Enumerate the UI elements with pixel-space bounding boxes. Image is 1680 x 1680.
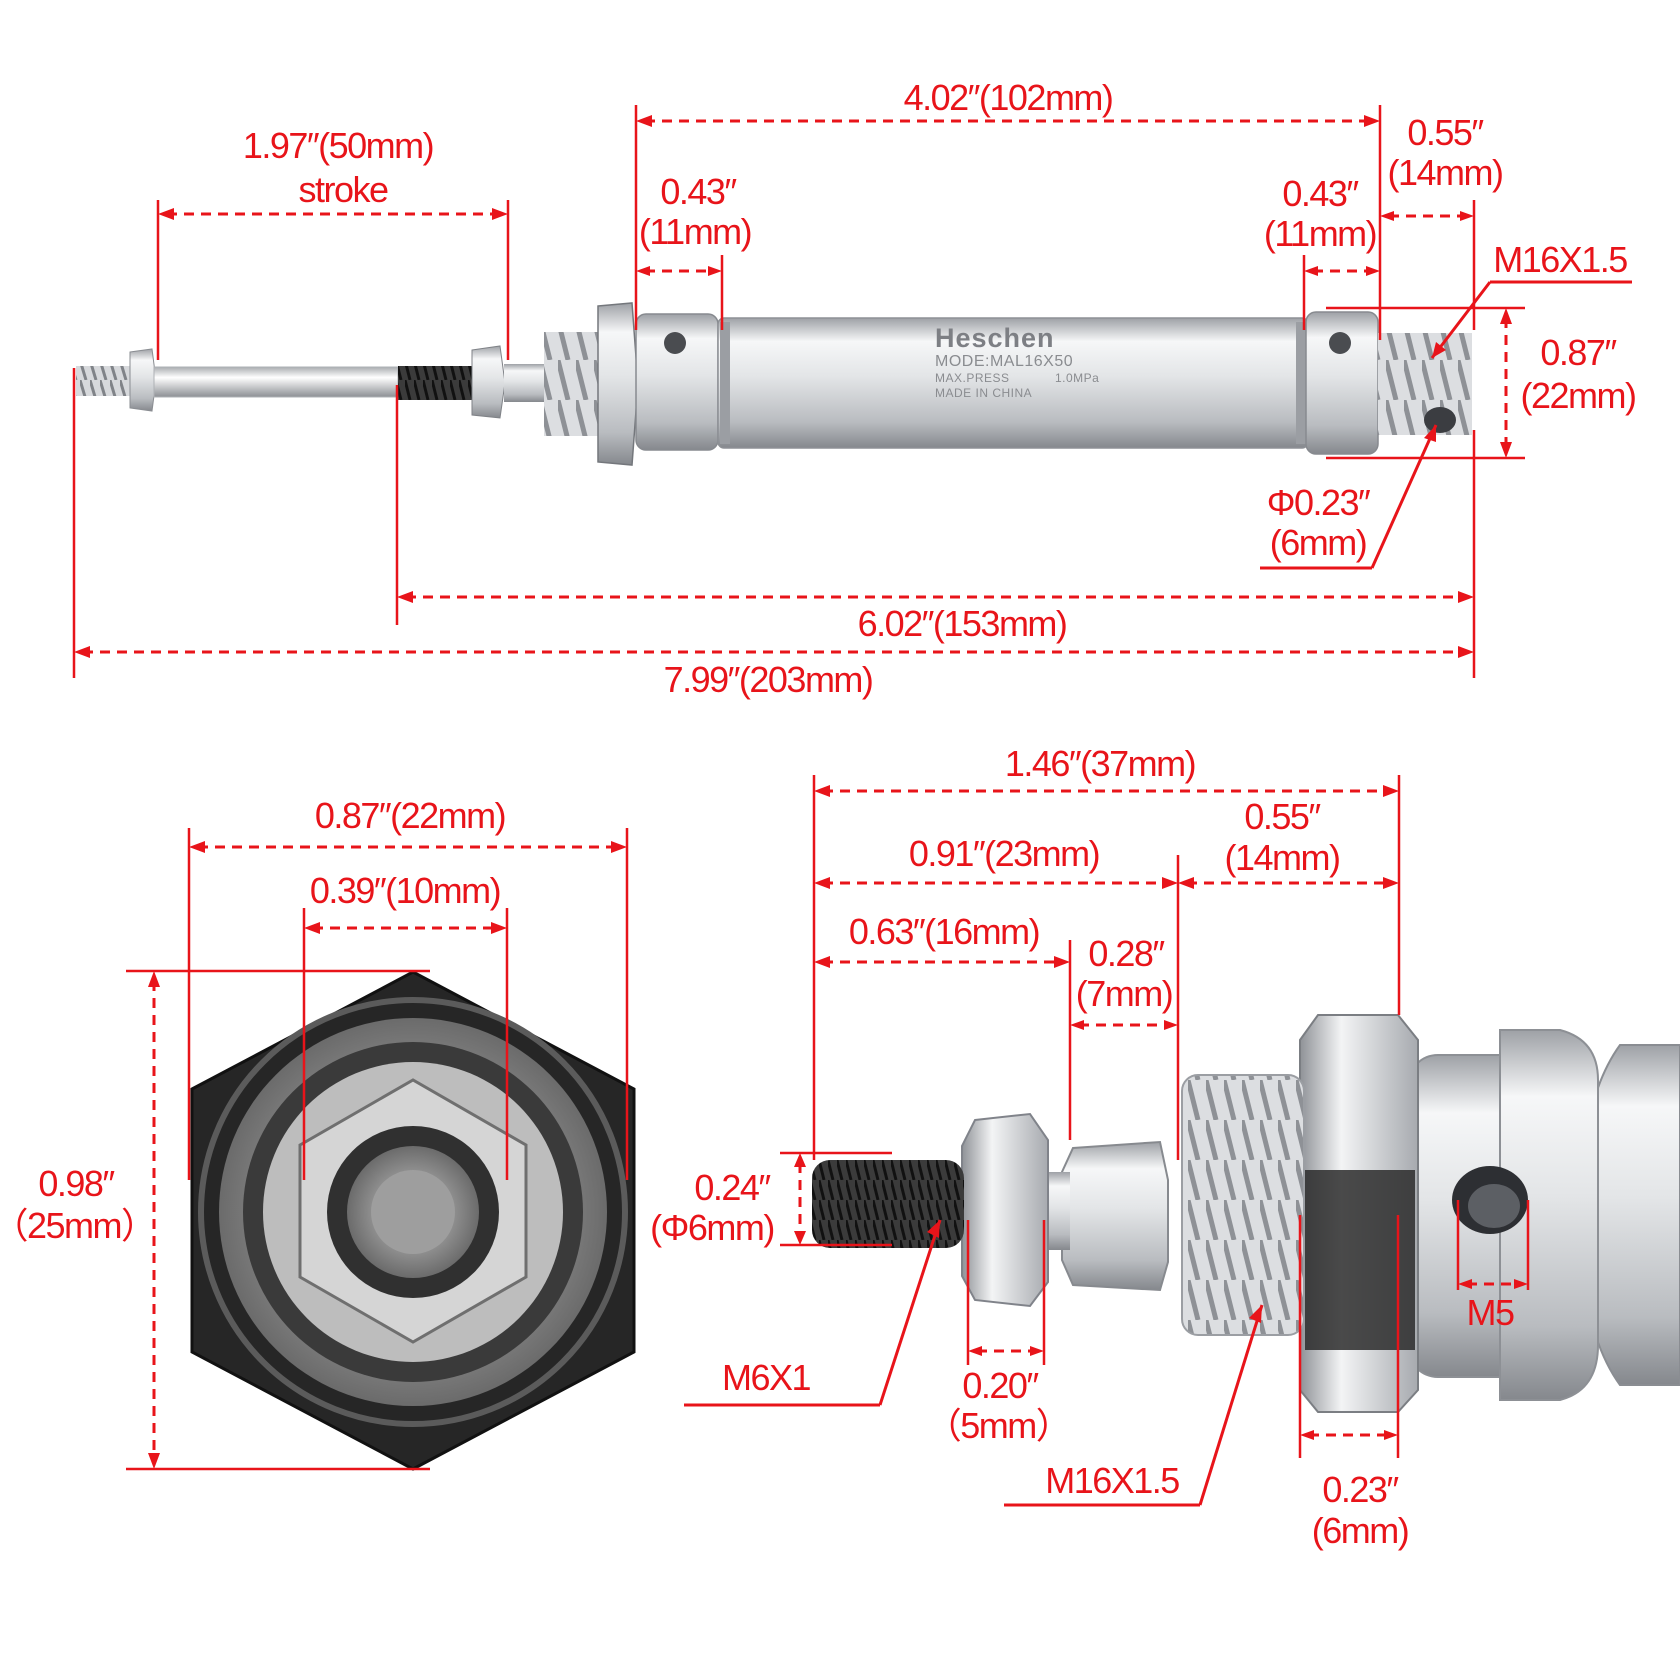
detail-rod-diameter-inch: 0.24″ <box>694 1167 771 1208</box>
front-mount-nut <box>597 302 639 466</box>
rod-detail-view <box>812 1014 1680 1413</box>
port-hole-mm: (6mm) <box>1270 522 1366 563</box>
detail-rod-neck <box>1061 1140 1169 1292</box>
front-mount-thread <box>544 332 600 436</box>
rear-diameter-inch: 0.87″ <box>1540 332 1617 373</box>
nut-width-label: 0.39″(10mm) <box>310 870 500 911</box>
end-width-label: 0.87″(22mm) <box>315 795 505 836</box>
cylinder-side-view: Heschen MODE:MAL16X50 MAX.PRESS 1.0MPa M… <box>76 302 1472 466</box>
front-cap-inch: 0.43″ <box>660 171 737 212</box>
end-view-dimensions: 0.87″(22mm) 0.39″(10mm) 0.98″ （25mm） <box>0 795 629 1471</box>
detail-flange-mm: (6mm) <box>1312 1510 1408 1551</box>
detail-rod-thread <box>812 1160 964 1248</box>
stroke-value-label: 1.97″(50mm) <box>243 125 433 166</box>
detail-rod-length-label: 0.91″(23mm) <box>909 833 1099 874</box>
stroke-word-label: stroke <box>298 169 388 210</box>
detail-rod-thread-label: M6X1 <box>722 1357 811 1398</box>
pressure-value: 1.0MPa <box>1055 371 1099 385</box>
detail-total-label: 1.46″(37mm) <box>1005 743 1195 784</box>
front-cap-mm: (11mm) <box>639 211 751 252</box>
front-port-hole <box>664 332 686 354</box>
rear-pin-hole <box>1424 407 1456 433</box>
rear-cap-mm: (11mm) <box>1264 213 1376 254</box>
rear-boss-mm: (14mm) <box>1388 152 1503 193</box>
end-height-inch: 0.98″ <box>38 1163 115 1204</box>
detail-port-thread-label: M5 <box>1466 1292 1513 1333</box>
detail-thread-length-label: 0.63″(16mm) <box>849 911 1039 952</box>
end-height-mm: （25mm） <box>0 1205 156 1246</box>
detail-lock-nut <box>961 1112 1049 1308</box>
detail-mount-thread-label: M16X1.5 <box>1045 1460 1179 1501</box>
piston-rod <box>153 366 399 398</box>
rod-neck <box>504 364 544 402</box>
cylinder-end-view <box>190 970 636 1471</box>
side-view-dimensions: 4.02″(102mm) 1.97″(50mm) stroke 0.43″ (1… <box>72 77 1637 700</box>
model-text: MODE:MAL16X50 <box>935 353 1073 370</box>
port-hole-inch: Φ0.23″ <box>1267 482 1371 523</box>
rod-detail-dimensions: 1.46″(37mm) 0.91″(23mm) 0.55″ (14mm) 0.6… <box>650 743 1530 1551</box>
rod-tip-thread <box>76 366 132 396</box>
detail-boss-inch: 0.55″ <box>1244 796 1321 837</box>
detail-neck-inch: 0.28″ <box>1088 933 1165 974</box>
brand-name: Heschen <box>935 323 1055 353</box>
pressure-label: MAX.PRESS <box>935 371 1010 385</box>
rear-thread-label: M16X1.5 <box>1493 239 1627 280</box>
detail-flange-inch: 0.23″ <box>1322 1469 1399 1510</box>
detail-boss-mm: (14mm) <box>1225 837 1340 878</box>
rear-diameter-mm: (22mm) <box>1521 375 1636 416</box>
detail-nut-thickness-inch: 0.20″ <box>962 1365 1039 1406</box>
retracted-length-label: 6.02″(153mm) <box>858 603 1067 644</box>
rear-cap-inch: 0.43″ <box>1282 173 1359 214</box>
rod-thread <box>398 366 473 400</box>
detail-rod-diameter-mm: (Φ6mm) <box>650 1207 774 1248</box>
rear-port-hole <box>1329 332 1351 354</box>
extended-length-label: 7.99″(203mm) <box>664 659 873 700</box>
rod-end-nut <box>129 348 157 412</box>
body-length-label: 4.02″(102mm) <box>904 77 1113 118</box>
detail-nut-thickness-mm: （5mm） <box>926 1405 1071 1446</box>
detail-mount-thread <box>1181 1074 1305 1336</box>
rear-boss-inch: 0.55″ <box>1407 112 1484 153</box>
origin-text: MADE IN CHINA <box>935 386 1032 400</box>
detail-neck-mm: (7mm) <box>1076 973 1172 1014</box>
rod-lock-nut <box>471 345 506 419</box>
